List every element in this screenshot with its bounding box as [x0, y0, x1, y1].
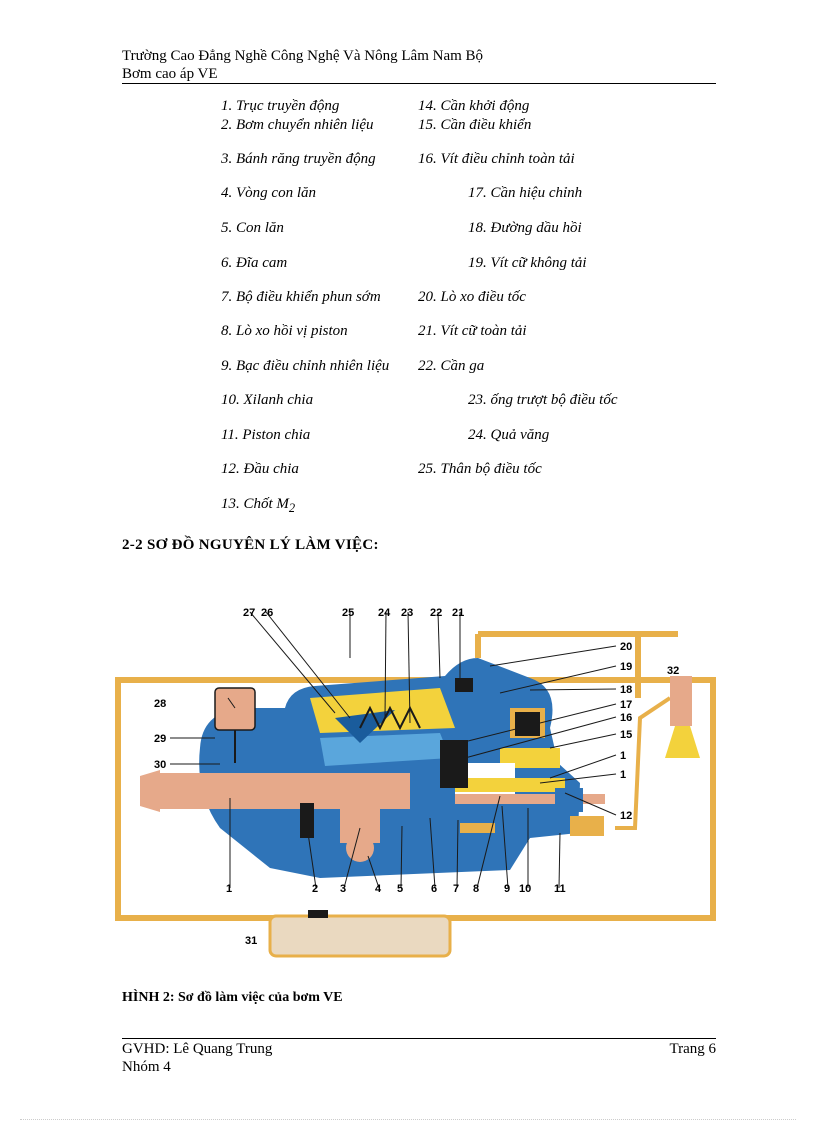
- legend-item: 4. Vòng con lăn: [221, 185, 316, 201]
- legend-item: 7. Bộ điều khiển phun sớm: [221, 289, 381, 305]
- footer-page-number: Trang 6: [669, 1041, 716, 1057]
- callout-label: 32: [667, 665, 679, 677]
- legend-item: 3. Bánh răng truyền động: [221, 151, 376, 167]
- callout-label: 6: [431, 883, 437, 895]
- legend-item: 9. Bạc điều chỉnh nhiên liệu: [221, 358, 390, 374]
- callout-label: 1: [620, 769, 626, 781]
- callout-label: 9: [504, 883, 510, 895]
- callout-label: 28: [154, 698, 166, 710]
- pump-diagram: 27 26 25 24 23 22 21 1 2 3 4 5 6 7 8 9 1…: [115, 607, 716, 958]
- footer-teacher: GVHD: Lê Quang Trung: [122, 1041, 273, 1057]
- callout-label: 1: [226, 883, 232, 895]
- legend-item: 12. Đầu chia: [221, 461, 299, 477]
- legend-item: 1. Trục truyền động: [221, 98, 340, 114]
- callout-label: 16: [620, 712, 632, 724]
- legend-item-text: 13. Chốt M: [221, 496, 289, 512]
- footer-divider: [122, 1038, 716, 1039]
- callout-label: 31: [245, 935, 257, 947]
- callout-label: 24: [378, 607, 391, 619]
- legend-item: 23. ống trượt bộ điều tốc: [468, 392, 618, 408]
- legend-item: 21. Vít cữ toàn tải: [418, 323, 527, 339]
- section-title: 2-2 SƠ ĐỒ NGUYÊN LÝ LÀM VIỆC:: [122, 537, 379, 553]
- legend-item: 11. Piston chia: [221, 427, 311, 443]
- header-subject: Bơm cao áp VE: [122, 66, 218, 82]
- callout-label: 27: [243, 607, 255, 619]
- legend-item: 20. Lò xo điều tốc: [418, 289, 526, 305]
- callout-label: 26: [261, 607, 273, 619]
- legend-item: 22. Cần ga: [418, 358, 485, 374]
- legend-item: 18. Đường dầu hồi: [468, 220, 582, 236]
- legend-item: 14. Cần khởi động: [418, 98, 530, 114]
- header-divider: [122, 83, 716, 84]
- legend-subscript: 2: [288, 501, 296, 515]
- footer-group: Nhóm 4: [122, 1059, 171, 1075]
- callout-label: 4: [375, 883, 382, 895]
- callout-label: 18: [620, 684, 632, 696]
- callout-label: 22: [430, 607, 442, 619]
- callout-label: 20: [620, 641, 632, 653]
- fuel-tank: [268, 910, 452, 958]
- callout-label: 29: [154, 733, 166, 745]
- callout-label: 25: [342, 607, 354, 619]
- callout-label: 12: [620, 810, 632, 822]
- legend-item: 19. Vít cữ không tải: [468, 255, 587, 271]
- callout-label: 15: [620, 729, 632, 741]
- figure-caption: HÌNH 2: Sơ đồ làm việc của bơm VE: [122, 990, 343, 1005]
- legend-item: 10. Xilanh chia: [221, 392, 314, 408]
- callout-label: 23: [401, 607, 413, 619]
- page-bottom-edge: [20, 1119, 796, 1120]
- callout-label: 8: [473, 883, 479, 895]
- legend-item: 24. Quả văng: [468, 427, 550, 443]
- callout-label: 21: [452, 607, 464, 619]
- legend-item: 25. Thân bộ điều tốc: [418, 461, 542, 477]
- header-school: Trường Cao Đẳng Nghề Công Nghệ Và Nông L…: [122, 48, 484, 64]
- callout-label: 19: [620, 661, 632, 673]
- callout-label: 3: [340, 883, 346, 895]
- callout-label: 1: [620, 750, 626, 762]
- fuel-filter: [214, 687, 256, 763]
- legend-item: 16. Vít điều chỉnh toàn tải: [418, 151, 575, 167]
- housing: [199, 658, 580, 878]
- callout-label: 30: [154, 759, 166, 771]
- callout-label: 11: [554, 883, 566, 895]
- callout-label: 7: [453, 883, 459, 895]
- callout-label: 2: [312, 883, 318, 895]
- callout-label: 17: [620, 699, 632, 711]
- legend-item: 6. Đĩa cam: [221, 255, 288, 271]
- legend-item: 15. Cần điều khiển: [418, 117, 532, 133]
- callout-labels: 27 26 25 24 23 22 21 1 2 3 4 5 6 7 8 9 1…: [154, 607, 679, 947]
- legend-item: 2. Bơm chuyển nhiên liệu: [221, 117, 374, 133]
- legend-item: 8. Lò xo hồi vị piston: [221, 323, 348, 339]
- leader-lines: [170, 611, 617, 889]
- legend-item: 13. Chốt M2: [221, 496, 295, 516]
- governor: [335, 676, 700, 836]
- callout-label: 10: [519, 883, 531, 895]
- drive-shaft: [140, 770, 605, 862]
- callout-label: 5: [397, 883, 403, 895]
- legend-item: 17. Cần hiệu chỉnh: [468, 185, 583, 201]
- legend-item: 5. Con lăn: [221, 220, 284, 236]
